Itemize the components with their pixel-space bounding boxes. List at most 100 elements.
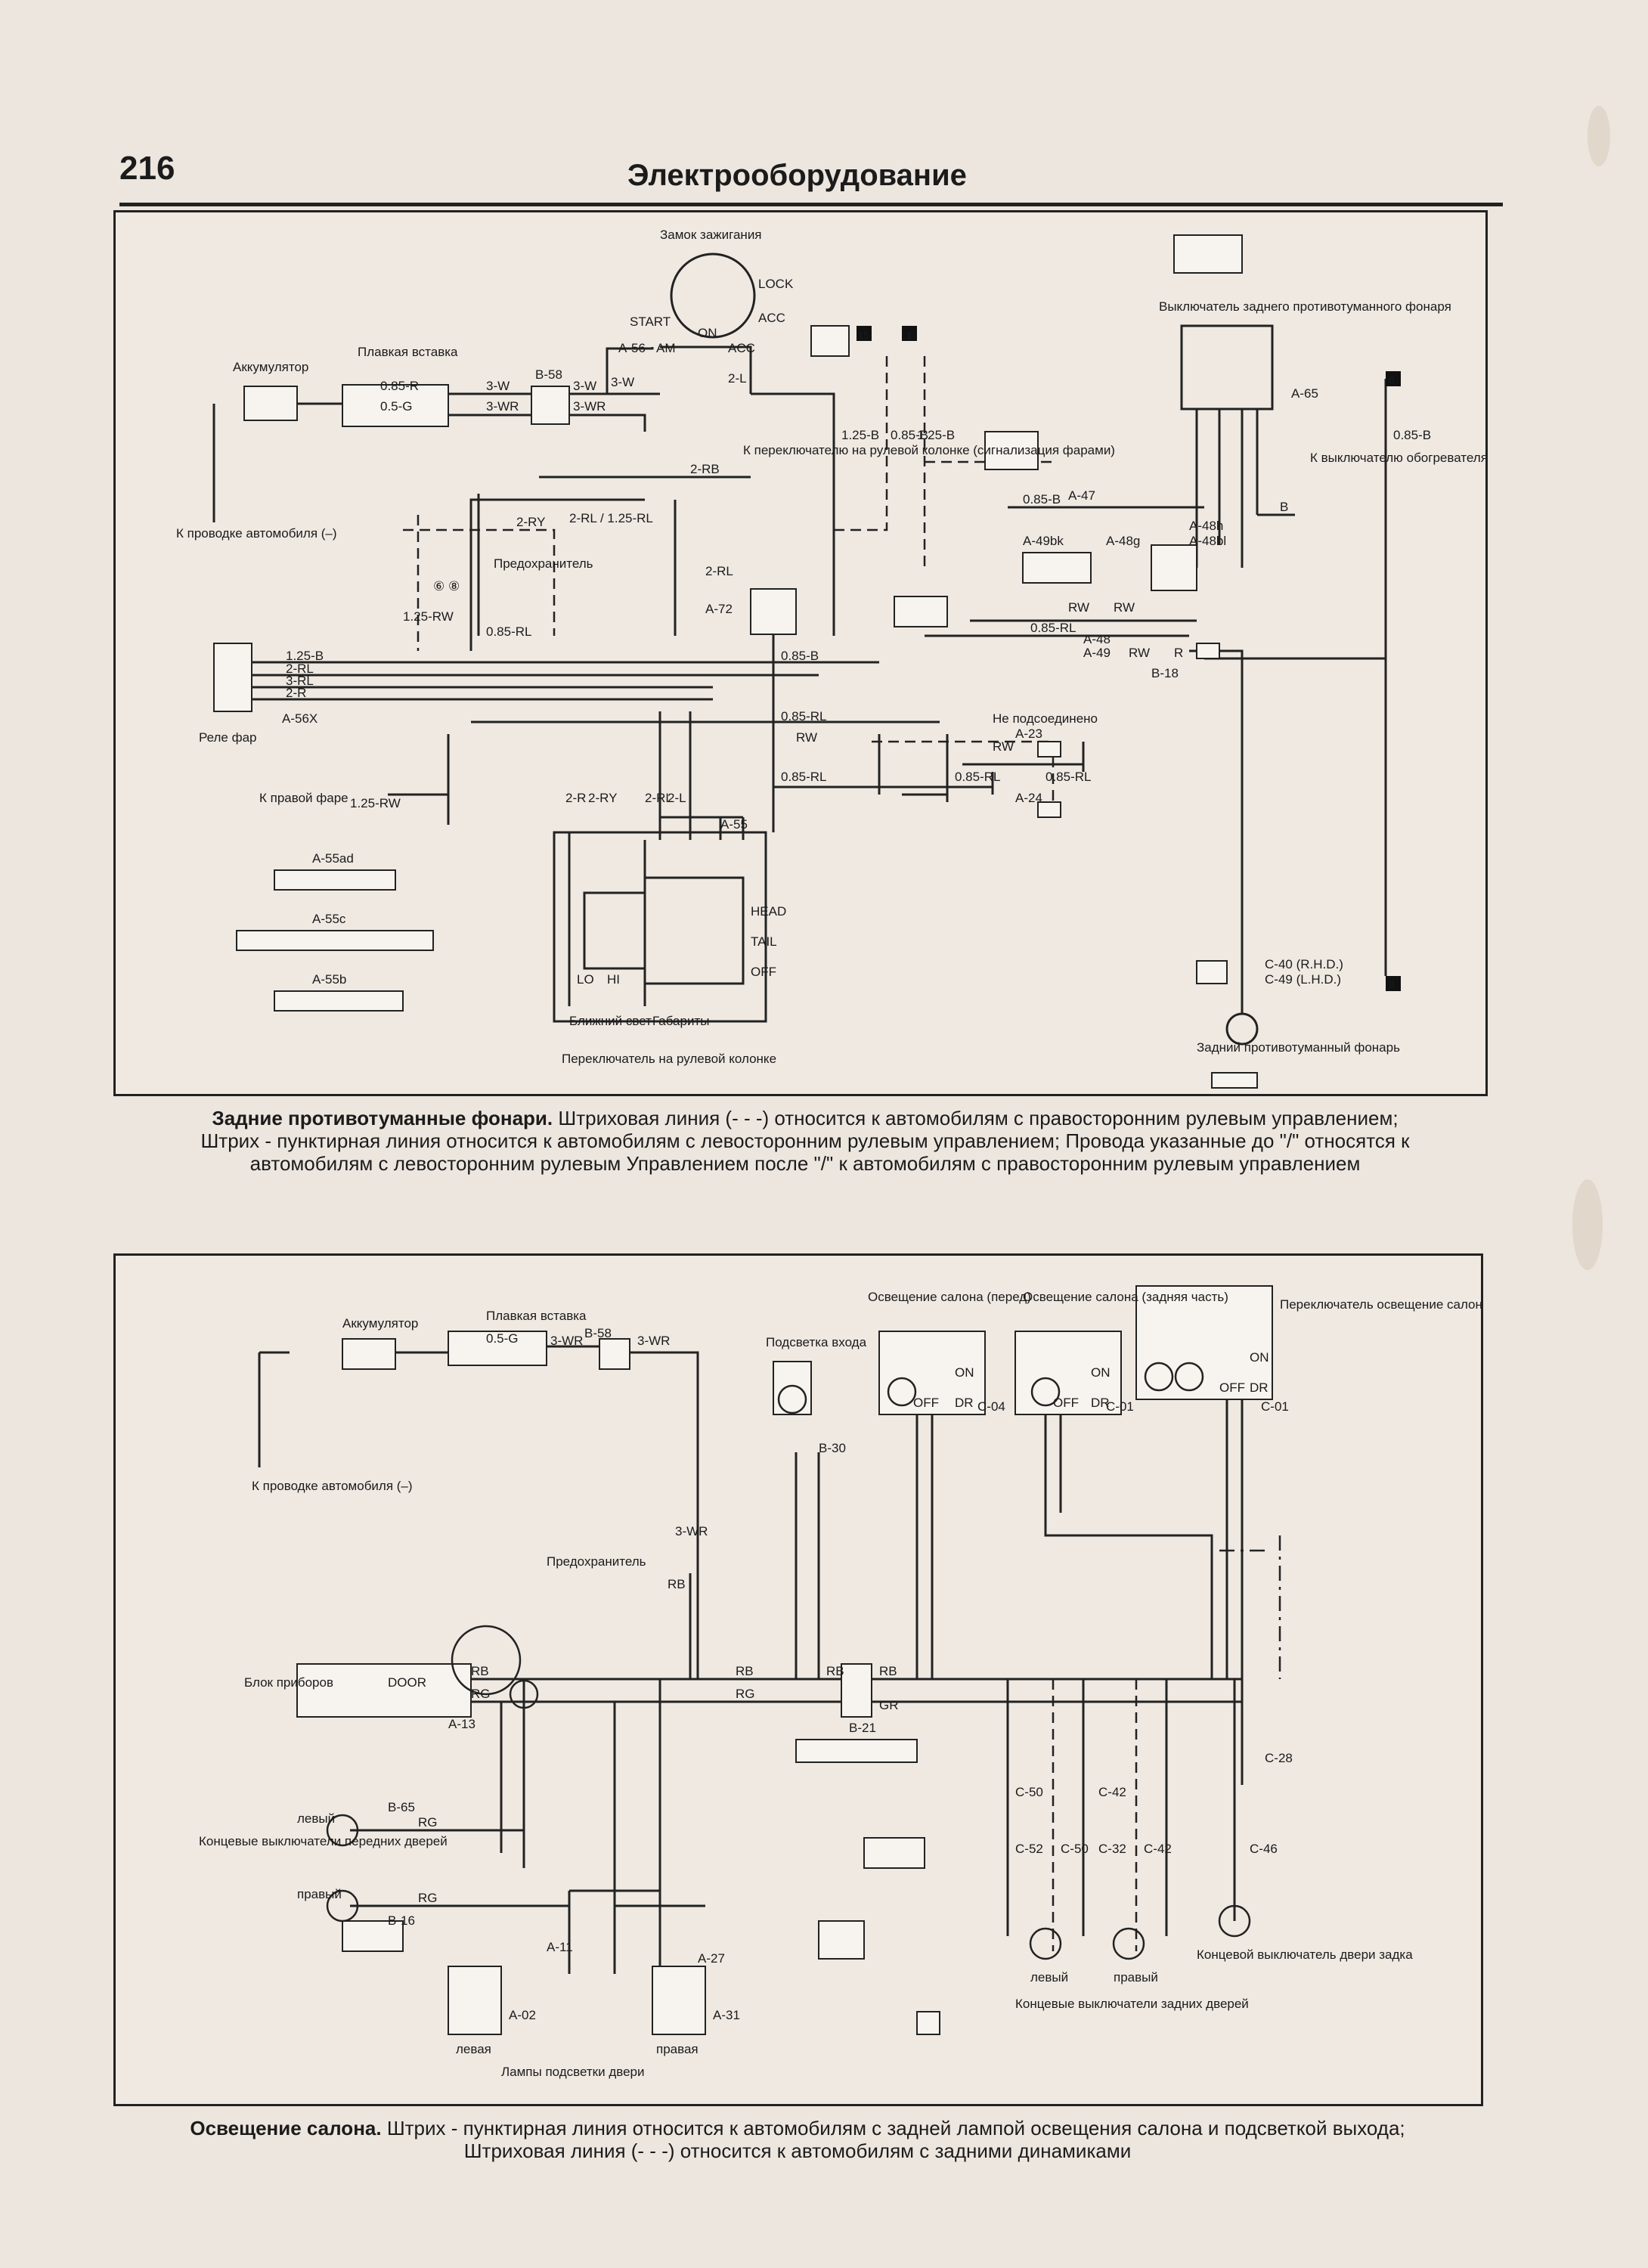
on-label: ON [698,326,717,340]
wire-085b-a47: 0.85-B [1023,492,1061,507]
a23-label: A-23 [1015,727,1042,741]
wire-rw-d: RW [796,730,817,745]
a11-label: A-11 [547,1940,573,1954]
a13-label: A-13 [448,1717,476,1731]
acc-pin-label: ACC [728,341,755,355]
diagram1-svg: Замок зажигания LOCK START ON ACC AM ACC… [176,228,1485,1089]
c01a-label: C-01 [1106,1399,1134,1414]
c42-label: C-42 [1098,1785,1126,1799]
paper-stain [1572,1179,1603,1270]
b21-label: B-21 [849,1721,876,1735]
wire-085rl-c: 0.85-RL [781,709,826,723]
a48-label: A-48 [1083,632,1111,646]
diagram2-svg: Аккумулятор Плавкая вставка 0.5-G B-58 3… [199,1285,1481,2079]
a47-label: A-47 [1068,488,1095,503]
caption1-title: Задние противотуманные фонари. [212,1107,553,1129]
b30-label: B-30 [819,1441,846,1455]
door-lamp-right-label: правая [656,2042,699,2056]
front-door-switches-label: Концевые выключатели передних дверей [199,1834,448,1848]
caption2-line2: Штриховая линия (- - -) относится к авто… [463,2139,1132,2162]
low-beam-label: Ближний свет [569,1014,652,1028]
paper-stain [1588,106,1610,166]
door-lamps-label: Лампы подсветки двери [501,2065,645,2079]
battery-label: Аккумулятор [342,1316,418,1331]
front-dr: DR [955,1396,974,1410]
wire-3wr-a: 3-WR [486,399,519,414]
rear-fog-lamp-label: Задний противотуманный фонарь [1197,1040,1400,1055]
rear-room-light-label: Освещение салона (задняя часть) [1023,1290,1228,1304]
a56-label: A-56 [618,341,646,355]
wire-b-right: B [1280,500,1288,514]
battery-label: Аккумулятор [233,360,308,374]
wire-rb-b: RB [736,1664,754,1678]
battery-ground-label: К проводке автомобиля (–) [176,526,337,541]
a48bl-label: A-48bl [1189,534,1226,548]
fuse-label: Предохранитель [547,1554,646,1569]
wire-2l-b: 2-L [668,791,686,805]
wire-085b-right: 0.85-B [1393,428,1431,442]
b58-label: B-58 [584,1326,612,1340]
ignition-switch-label: Замок зажигания [660,228,762,242]
caption1-line1: Штриховая линия (- - -) относится к авто… [558,1107,1399,1129]
head-position: HEAD [751,904,786,919]
wire-2rl-pair: 2-RL / 1.25-RL [569,511,653,525]
wire-2r: 2-R [565,791,586,805]
wire-3w-a: 3-W [486,379,510,393]
wire-125b-b: 1.25-B [917,428,955,442]
to-defogger-label: К выключателю обогревателя заднего стекл… [1310,451,1485,465]
a55c-label: A-55c [312,912,346,926]
rear-dr: DR [1091,1396,1110,1410]
a55ad-label: A-55ad [312,851,354,866]
switch-dr: DR [1250,1380,1269,1395]
wire-3wr-b: 3-WR [637,1334,670,1348]
wire-2rl-vertical: 2-RL [705,564,733,578]
wire-rw-c: RW [1129,646,1150,660]
caption-interior-lighting: Освещение салона. Штрих - пунктирная лин… [98,2117,1497,2162]
c04-label: C-04 [977,1399,1005,1414]
c01b-label: C-01 [1261,1399,1289,1414]
c46-label: C-46 [1250,1842,1278,1856]
rear-left-label: левый [1030,1970,1068,1984]
switch-on: ON [1250,1350,1269,1365]
start-label: START [630,314,671,329]
fuse-link-085r: 0.85-R [380,379,419,393]
wire-085rl-e: 0.85-RL [955,770,1000,784]
wire-3wr-vertical: 3-WR [675,1524,708,1538]
wire-085rl-f: 0.85-RL [1045,770,1091,784]
front-left-label: левый [297,1811,335,1826]
meter-label: Блок приборов [244,1675,333,1690]
marker-8: 8 [1389,979,1394,990]
fuse-link-label: Плавкая вставка [358,345,458,359]
page-title: Электрооборудование [627,159,967,192]
wire-2rb: 2-RB [690,462,720,476]
wire-rg-d: RG [418,1891,438,1905]
wire-r-b18: R [1174,646,1183,660]
column-switch-label: Переключатель на рулевой колонке [562,1052,776,1066]
front-right-label: правый [297,1887,342,1901]
a02-label: A-02 [509,2008,536,2022]
a49bk-label: A-49bk [1023,534,1064,548]
tailgate-switch-label: Концевой выключатель двери задка [1197,1947,1413,1962]
wire-rg-a: RG [471,1687,491,1701]
off-position: OFF [751,965,776,979]
caption2-line1: Штрих - пунктирная линия относится к авт… [386,2117,1405,2139]
front-on: ON [955,1365,974,1380]
caption2-title: Освещение салона. [190,2117,382,2139]
ground-label: К проводке автомобиля (–) [252,1479,413,1493]
header-rule [119,203,1503,206]
wire-rg-b: RG [736,1687,755,1701]
rear-off: OFF [1053,1396,1079,1410]
a48g-label: A-48g [1106,534,1140,548]
rear-right-label: правый [1114,1970,1158,1984]
wire-085rl: 0.85-RL [486,624,531,639]
wire-085rl-b: 0.85-RL [1030,621,1076,635]
relay-wire-1: 1.25-B [286,649,324,663]
lo-position: LO [577,972,594,987]
wire-3w-b: 3-W [573,379,596,393]
a31-label: A-31 [713,2008,740,2022]
wire-2ry: 2-RY [516,515,545,529]
a55-label: A-55 [720,817,748,832]
b65-label: B-65 [388,1800,415,1814]
fuse-link-05g: 0.5-G [380,399,413,414]
fuse-link-label: Плавкая вставка [486,1309,587,1323]
